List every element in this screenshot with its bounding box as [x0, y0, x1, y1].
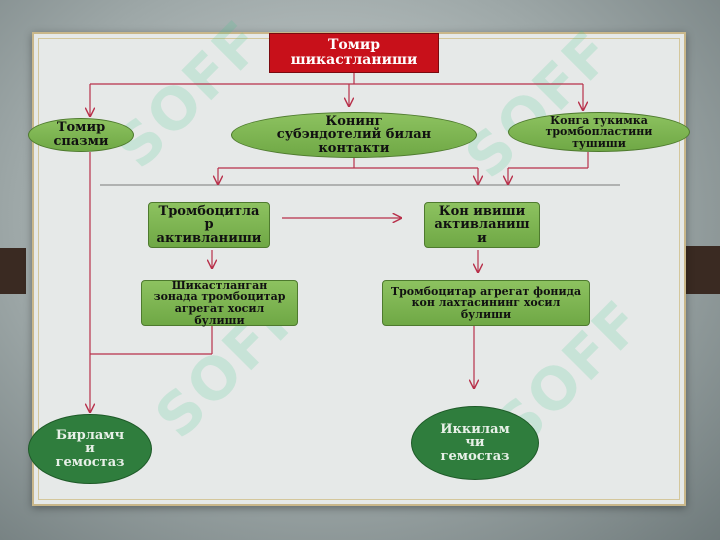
platelet-activation-box: Тромбоцитла р активланиши	[148, 202, 270, 248]
vasospasm-ellipse: Томир спазми	[28, 118, 134, 152]
slide-panel	[32, 32, 686, 506]
platelet-aggregate-box: Шикастланган зонада тромбоцитар агрегат …	[141, 280, 298, 326]
tissue-thromboplastin-ellipse: Конга тукимка тромбопластини тушиши	[508, 112, 690, 152]
coagulation-activation-box: Кон ивиши активланиш и	[424, 202, 540, 248]
clot-formation-box: Тромбоцитар агрегат фонида кон лахтасини…	[382, 280, 590, 326]
left-tab	[0, 248, 26, 294]
primary-hemostasis-circle: Бирламч и гемостаз	[28, 414, 152, 484]
subendothelium-contact-ellipse: Конинг субэндотелий билан контакти	[231, 112, 477, 158]
vessel-injury-box: Томир шикастланиши	[269, 33, 439, 73]
secondary-hemostasis-circle: Иккилам чи гемостаз	[411, 406, 539, 480]
